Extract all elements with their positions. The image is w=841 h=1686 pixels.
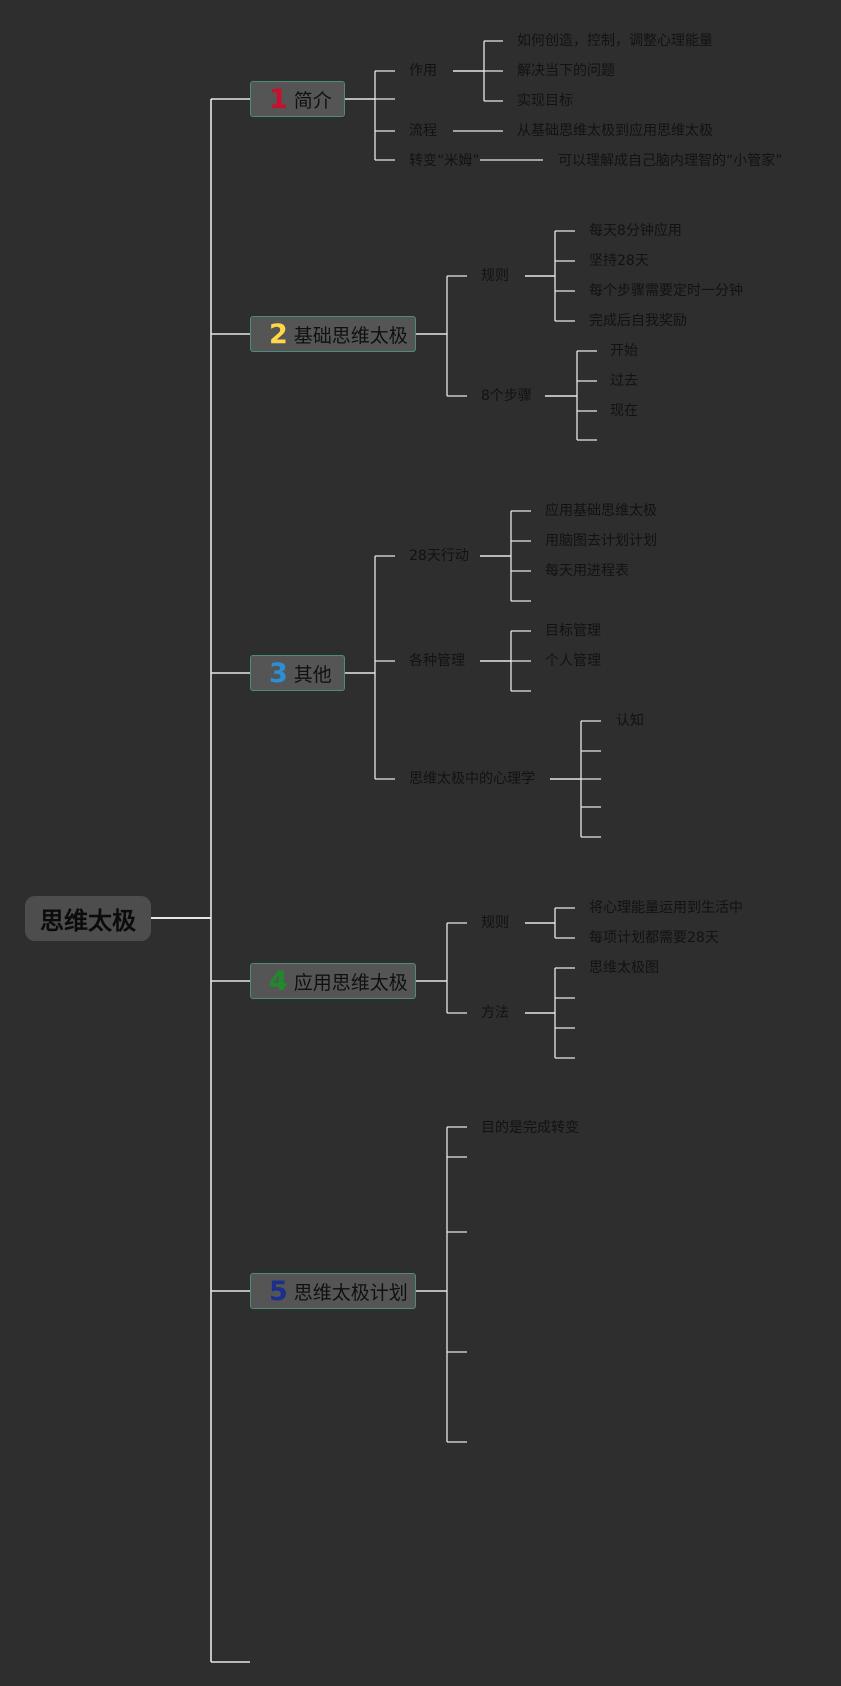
branch-3-number: 3 [269,657,288,689]
b5-goal[interactable]: 目的是完成转变 [481,1120,579,1136]
b3-psychology-item[interactable]: 认知 [616,713,644,729]
branch-1-intro[interactable]: 1 简介 [250,81,345,117]
b1-meme[interactable]: 转变“米姆” [409,153,480,169]
b2-rules-item[interactable]: 每个步骤需要定时一分钟 [589,283,743,299]
b2-steps-item[interactable]: 现在 [610,403,638,419]
branch-4-label: 应用思维太极 [293,971,408,994]
b3-28days[interactable]: 28天行动 [409,548,469,564]
b3-psychology[interactable]: 思维太极中的心理学 [409,771,535,787]
branch-5-number: 5 [269,1275,288,1307]
b4-rules-item[interactable]: 每项计划都需要28天 [589,930,719,946]
b4-method-item[interactable]: 思维太极图 [589,960,659,976]
b1-role-item[interactable]: 解决当下的问题 [517,63,615,79]
b4-rules-item[interactable]: 将心理能量运用到生活中 [589,900,743,916]
b4-rules[interactable]: 规则 [481,915,509,931]
b3-28days-item[interactable]: 用脑图去计划计划 [545,533,657,549]
b2-rules-item[interactable]: 完成后自我奖励 [589,313,687,329]
b2-rules-item[interactable]: 每天8分钟应用 [589,223,682,239]
branch-1-number: 1 [269,83,288,115]
branch-2-label: 基础思维太极 [293,324,408,347]
b2-steps-item[interactable]: 开始 [610,343,638,359]
b1-process-item[interactable]: 从基础思维太极到应用思维太极 [517,123,713,139]
b3-28days-item[interactable]: 每天用进程表 [545,563,629,579]
branch-3-other[interactable]: 3 其他 [250,655,345,691]
branch-4-applied[interactable]: 4 应用思维太极 [250,963,416,999]
b4-method[interactable]: 方法 [481,1005,509,1021]
b3-management-item[interactable]: 个人管理 [545,653,601,669]
b2-rules[interactable]: 规则 [481,268,509,284]
b3-management-item[interactable]: 目标管理 [545,623,601,639]
branch-5-plan[interactable]: 5 思维太极计划 [250,1273,416,1309]
branch-5-label: 思维太极计划 [293,1281,408,1304]
b2-steps[interactable]: 8个步骤 [481,388,532,404]
branch-2-number: 2 [269,318,288,350]
b3-management[interactable]: 各种管理 [409,653,465,669]
branch-4-number: 4 [269,965,288,997]
b1-role[interactable]: 作用 [409,63,437,79]
branch-2-basic[interactable]: 2 基础思维太极 [250,316,416,352]
b1-process[interactable]: 流程 [409,123,437,139]
root-node[interactable]: 思维太极 [25,896,151,941]
branch-3-label: 其他 [293,663,332,686]
b2-rules-item[interactable]: 坚持28天 [589,253,649,269]
b2-steps-item[interactable]: 过去 [610,373,638,389]
b3-28days-item[interactable]: 应用基础思维太极 [545,503,657,519]
branch-1-label: 简介 [293,89,332,112]
b1-role-item[interactable]: 实现目标 [517,93,573,109]
b1-role-item[interactable]: 如何创造，控制，调整心理能量 [517,33,713,49]
b1-meme-item[interactable]: 可以理解成自己脑内理智的“小管家” [558,153,783,169]
